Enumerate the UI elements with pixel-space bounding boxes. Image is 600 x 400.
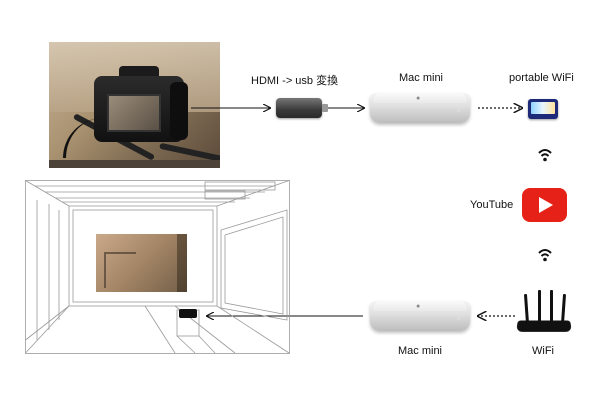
- portable-wifi-label: portable WiFi: [509, 72, 574, 84]
- wireless-signal-icon: [538, 149, 552, 162]
- mac-mini-icon: ●: [370, 93, 470, 123]
- projector-icon: [179, 309, 197, 318]
- room-wireframe-illustration: [25, 180, 290, 354]
- camera-photo: [49, 42, 220, 168]
- projected-image: [96, 234, 187, 292]
- wireless-signal-icon: [538, 249, 552, 262]
- youtube-icon: [522, 188, 567, 222]
- hdmi-adapter-label: HDMI -> usb 変換: [251, 75, 339, 87]
- mac-mini-bottom-label: Mac mini: [398, 345, 443, 357]
- wifi-router-icon: [516, 290, 572, 332]
- youtube-label: YouTube: [470, 199, 514, 211]
- wifi-label: WiFi: [532, 345, 554, 357]
- mac-mini-top-label: Mac mini: [399, 72, 444, 84]
- mac-mini-icon: ●: [370, 301, 470, 331]
- hdmi-usb-adapter-icon: [276, 98, 328, 118]
- portable-wifi-icon: [528, 99, 558, 119]
